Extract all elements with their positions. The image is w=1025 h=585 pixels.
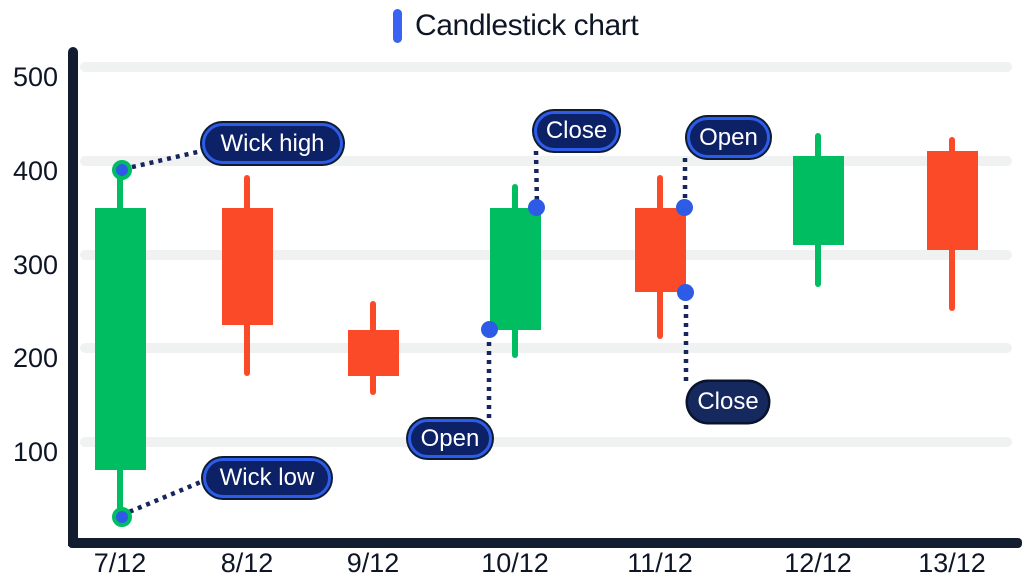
connector-wick-low	[128, 476, 209, 515]
close-marker-11-12	[677, 284, 694, 301]
close-label-11-12: Close	[697, 388, 759, 415]
x-tick-13-12: 13/12	[918, 548, 986, 578]
x-tick-7-12: 7/12	[93, 548, 147, 578]
gridline-200	[80, 343, 1012, 354]
x-tick-9-12: 9/12	[346, 548, 400, 578]
open-label-11-12: Open	[699, 123, 758, 151]
chart-header: Candlestick chart	[393, 9, 639, 43]
candle-body-7-12	[94, 207, 146, 471]
x-tick-10-12: 10/12	[481, 548, 549, 578]
wick-high-callout: Wick high	[202, 123, 343, 164]
close-callout-11-12: Close	[688, 382, 768, 422]
open-marker-10-12	[481, 321, 498, 338]
gridline-500	[80, 62, 1012, 72]
title-accent-bar-icon	[393, 9, 402, 43]
open-callout-11-12: Open	[687, 117, 770, 158]
x-axis-line	[68, 538, 1022, 548]
close-callout-10-12: Close	[534, 111, 619, 151]
wick-low-label: Wick low	[219, 464, 315, 491]
wick-low-callout: Wick low	[203, 458, 331, 498]
open-label-10-12: Open	[420, 424, 480, 452]
y-tick-200: 200	[12, 343, 58, 374]
close-label-10-12: Close	[545, 117, 608, 144]
candle-body-9-12	[347, 329, 399, 377]
chart-title: Candlestick chart	[415, 9, 639, 42]
candle-body-13-12	[926, 151, 978, 250]
wick-low-marker	[112, 507, 132, 527]
gridline-300	[80, 249, 1012, 260]
x-tick-12-12: 12/12	[784, 548, 852, 578]
candle-body-12-12	[792, 156, 844, 246]
y-tick-100: 100	[12, 437, 58, 467]
wick-high-marker	[112, 160, 132, 180]
candle-body-11-12	[634, 207, 686, 292]
y-tick-500: 500	[12, 62, 58, 92]
open-marker-11-12	[676, 199, 693, 216]
x-tick-11-12: 11/12	[627, 548, 693, 578]
gridline-400	[80, 155, 1012, 166]
wick-high-label: Wick high	[220, 129, 325, 157]
candle-body-8-12	[221, 207, 273, 325]
x-tick-8-12: 8/12	[220, 548, 274, 578]
y-tick-300: 300	[12, 249, 58, 280]
gridline-100	[80, 437, 1012, 447]
open-callout-10-12: Open	[408, 419, 492, 458]
y-axis-line	[68, 47, 78, 546]
y-tick-400: 400	[12, 155, 58, 186]
candle-body-10-12	[489, 207, 541, 330]
close-marker-10-12	[528, 199, 545, 216]
